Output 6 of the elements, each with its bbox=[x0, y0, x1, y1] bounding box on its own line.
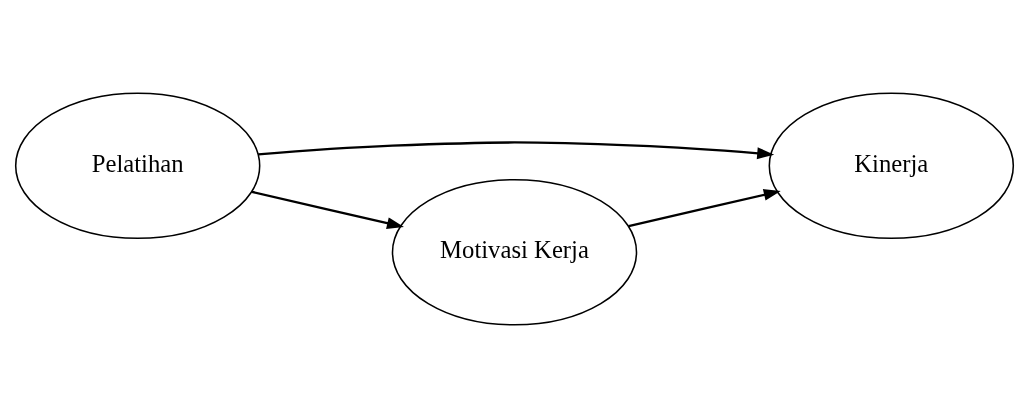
node-ellipse: Motivasi Kerja bbox=[391, 178, 637, 326]
node-ellipse: Pelatihan bbox=[14, 92, 260, 240]
arrow bbox=[251, 190, 404, 229]
arrow bbox=[627, 189, 781, 228]
node-ellipse: Kinerja bbox=[768, 92, 1014, 240]
arrow bbox=[257, 141, 774, 160]
